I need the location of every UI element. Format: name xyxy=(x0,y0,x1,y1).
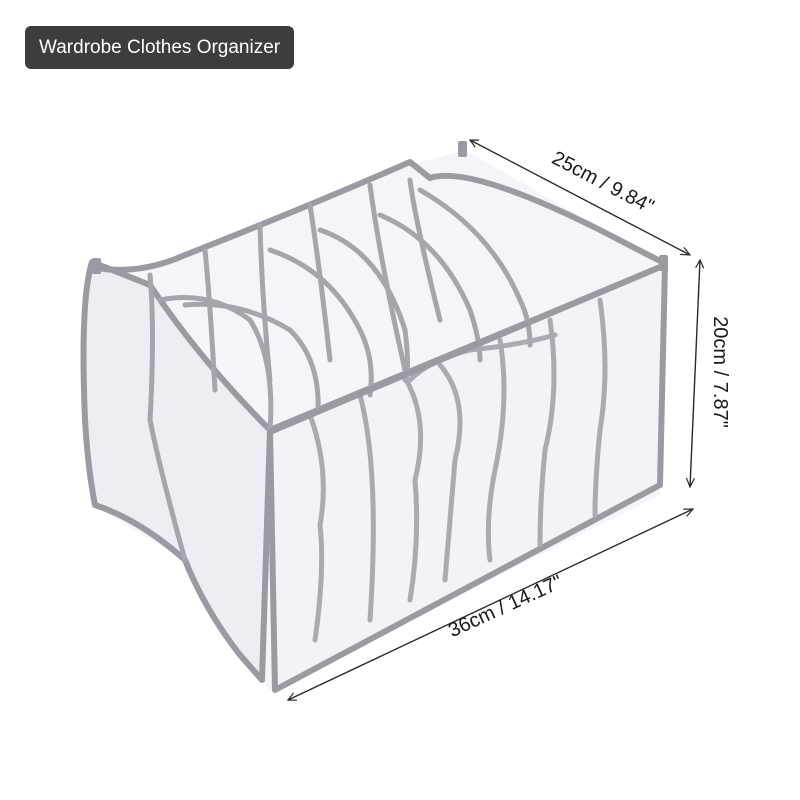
dimension-label-height: 20cm / 7.87" xyxy=(709,316,731,428)
divider xyxy=(407,177,443,323)
divider xyxy=(147,272,188,563)
corner-tab-left xyxy=(92,258,101,274)
dimension-line-height xyxy=(690,260,700,487)
title-badge: Wardrobe Clothes Organizer xyxy=(25,26,295,69)
organizer-illustration xyxy=(80,141,668,693)
top-rim-front xyxy=(267,262,668,435)
divider xyxy=(202,247,218,393)
divider xyxy=(257,222,273,383)
divider xyxy=(267,247,374,398)
front-seam xyxy=(592,297,608,518)
dimension-line-width xyxy=(288,508,693,700)
divider xyxy=(367,182,408,373)
dimension-height: 20cm / 7.87" xyxy=(690,260,731,487)
divider xyxy=(317,227,410,383)
corner-tab-back xyxy=(458,141,467,157)
divider xyxy=(307,202,333,363)
dimension-line-depth xyxy=(470,140,690,255)
left-side-panel xyxy=(80,259,273,683)
divider xyxy=(157,295,274,433)
divider xyxy=(182,301,321,413)
